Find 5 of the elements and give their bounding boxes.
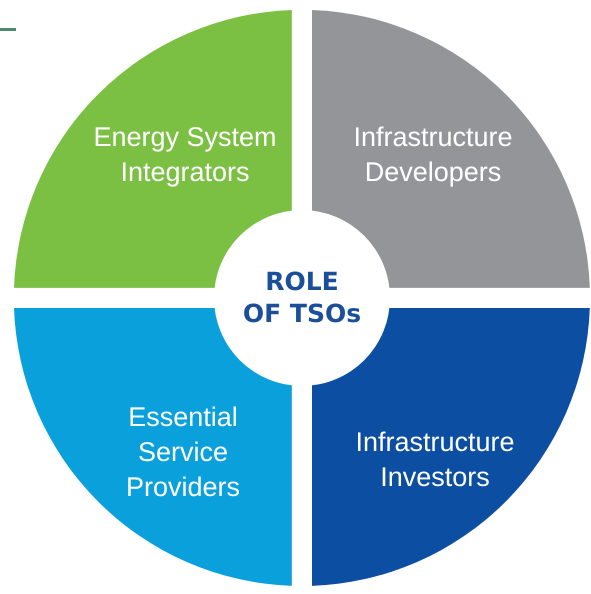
segment-label: Essential Service Providers <box>124 400 241 504</box>
segment-label: Energy System Integrators <box>92 120 278 190</box>
center-label: ROLE OF TSOs <box>242 266 362 330</box>
segment-label: Infrastructure Investors <box>354 426 516 494</box>
segment-label: Infrastructure Developers <box>352 120 514 190</box>
